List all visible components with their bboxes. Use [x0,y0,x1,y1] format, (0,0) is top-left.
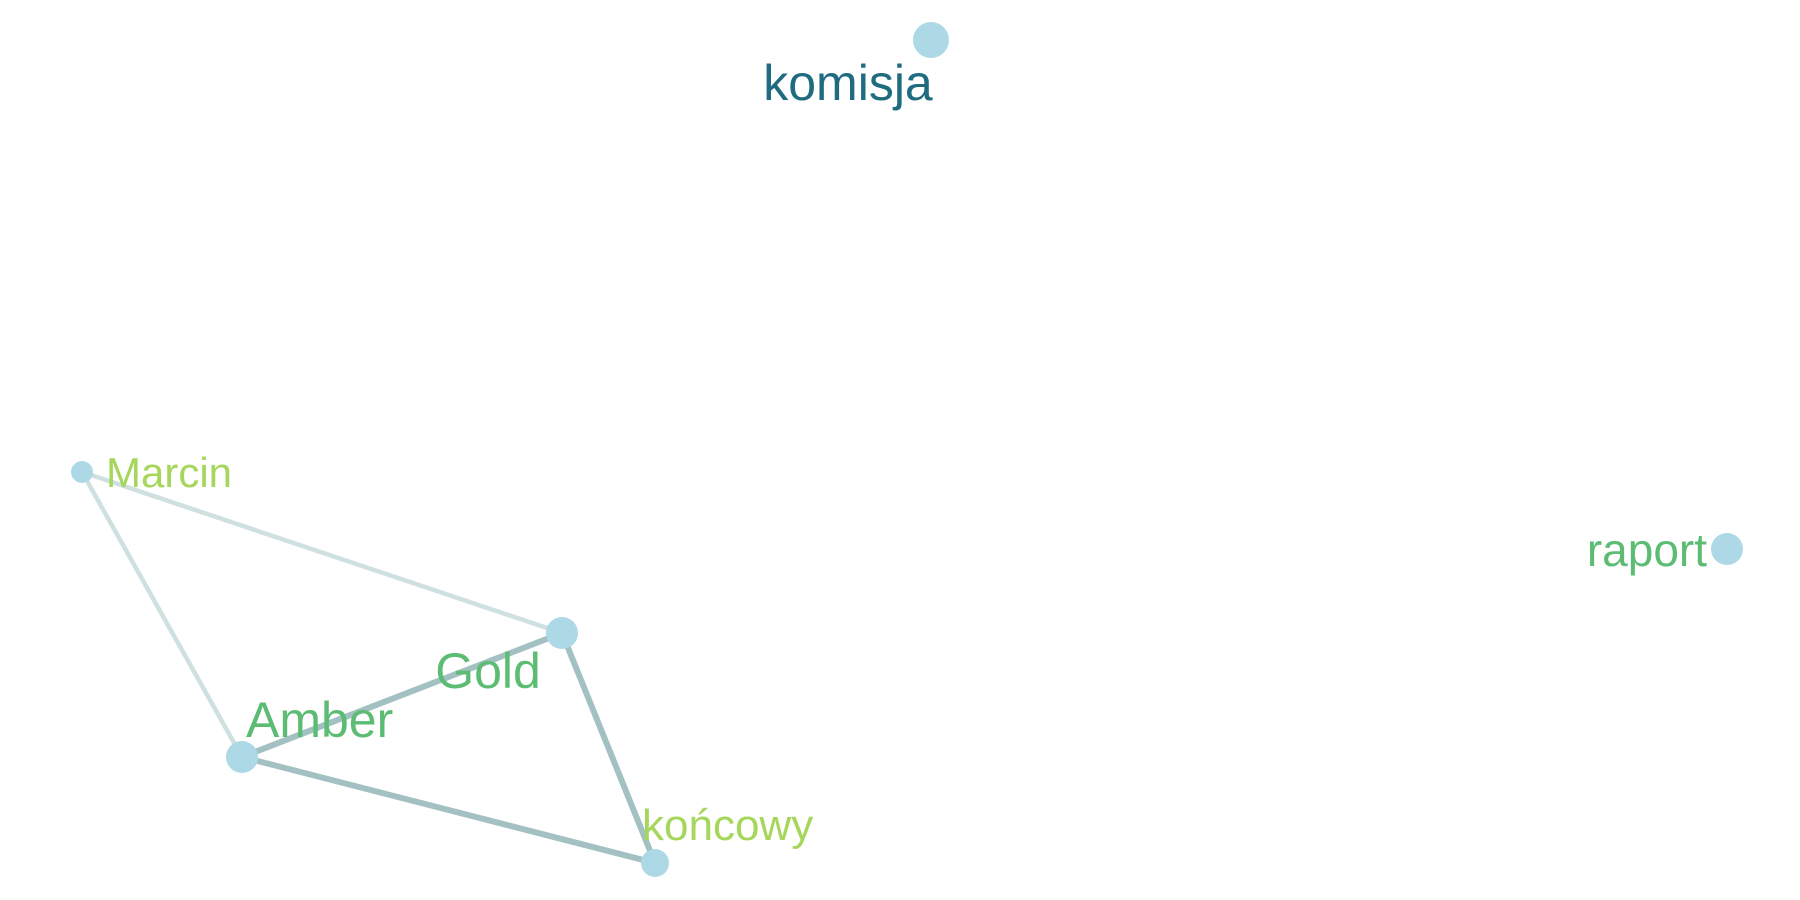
node-label-koncowy: końcowy [642,801,813,850]
edge-layer [79,469,658,866]
edge-marcin-amber [79,469,245,760]
node-marcin [71,461,93,483]
node-raport [1711,533,1743,565]
node-label-amber: Amber [246,692,393,748]
node-label-komisja: komisja [763,55,933,111]
node-layer [71,22,1743,877]
node-label-gold: Gold [435,643,541,699]
edge-amber-koncowy [239,754,658,866]
node-label-raport: raport [1587,524,1707,576]
node-gold [546,617,578,649]
edge-gold-koncowy [559,630,658,866]
edge-marcin-gold [79,469,565,636]
node-koncowy [641,849,669,877]
node-label-marcin: Marcin [106,449,232,496]
node-komisja [913,22,949,58]
edge-amber-gold [239,630,565,760]
node-amber [226,741,258,773]
